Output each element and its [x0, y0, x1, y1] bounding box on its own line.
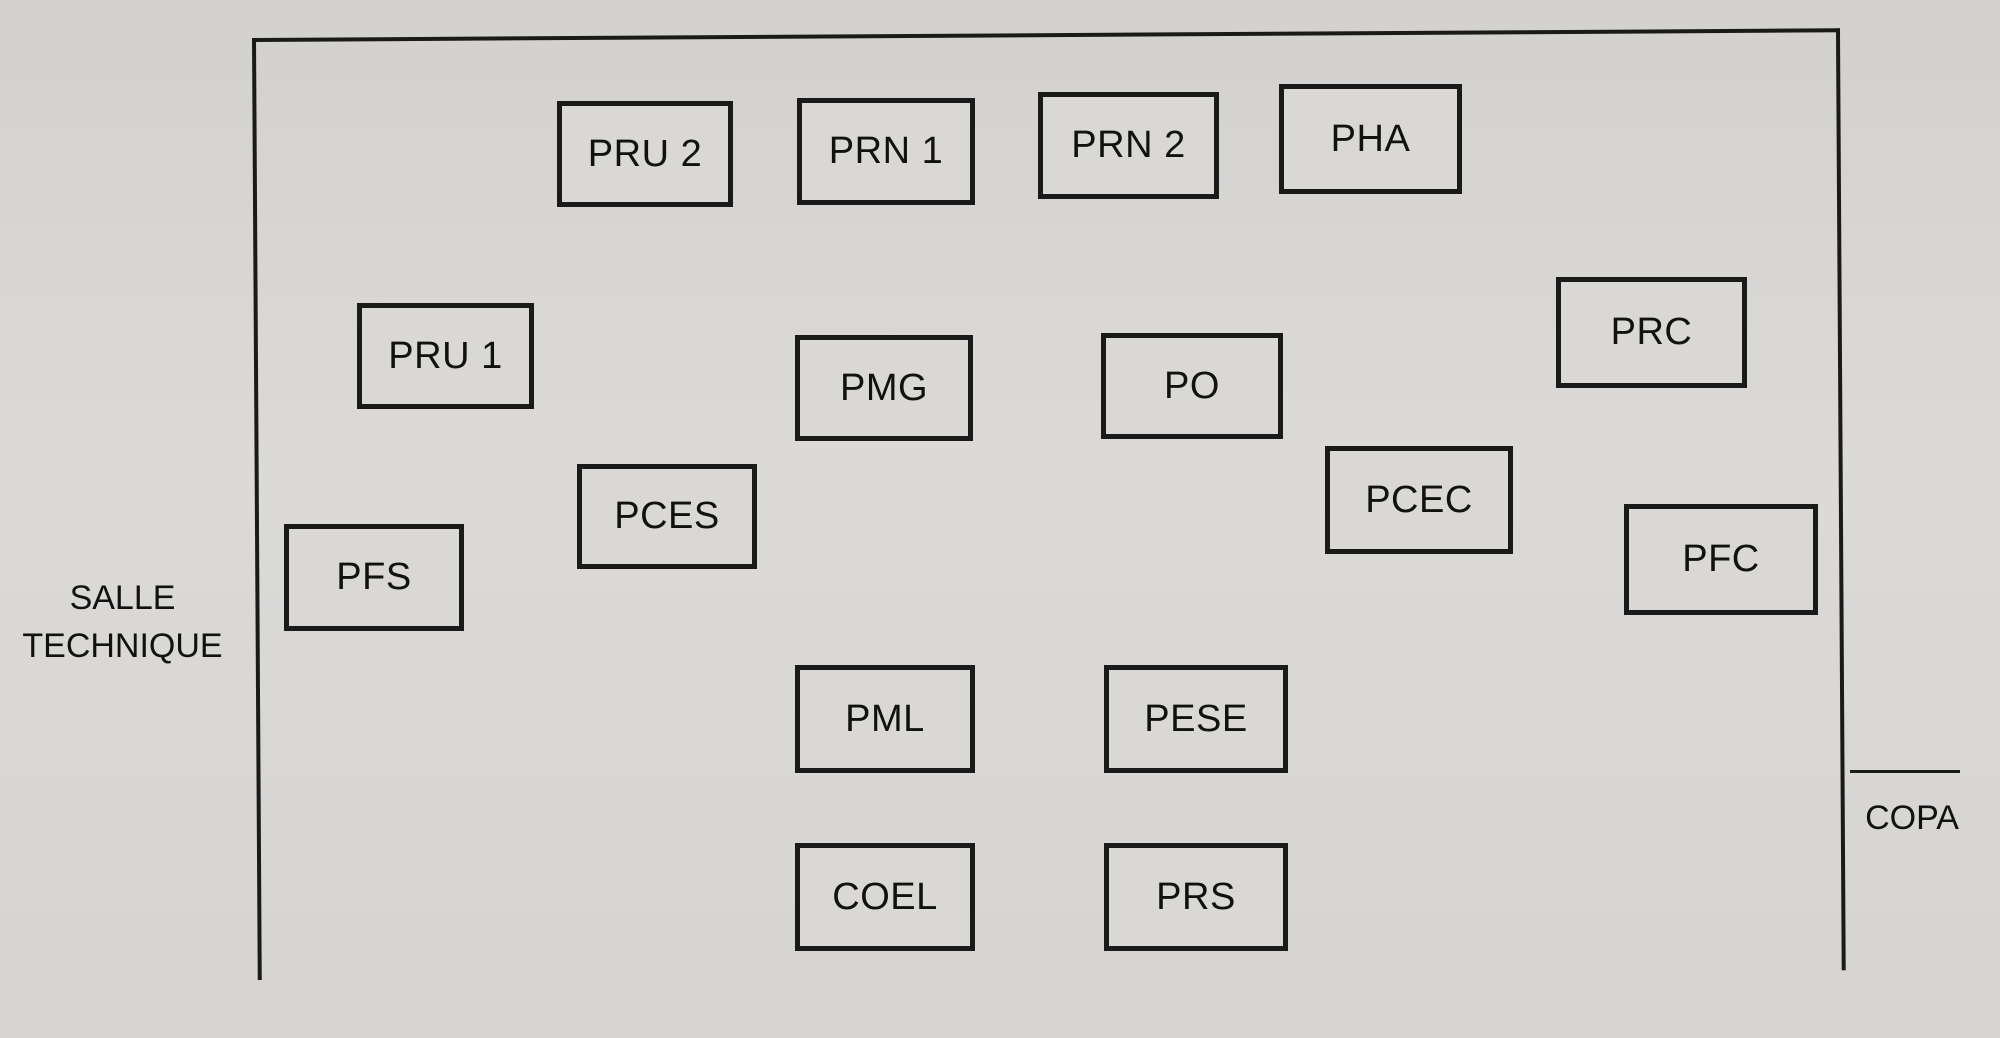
desk-coel: COEL: [795, 843, 975, 951]
desk-prs: PRS: [1104, 843, 1288, 951]
desk-pru1: PRU 1: [357, 303, 534, 409]
desk-pfc: PFC: [1624, 504, 1818, 615]
copa-label: COPA: [1865, 799, 1959, 837]
desk-pfs: PFS: [284, 524, 464, 631]
desk-pces: PCES: [577, 464, 757, 569]
desk-pmg: PMG: [795, 335, 973, 441]
desk-pha: PHA: [1279, 84, 1462, 194]
salle-technique-line2: TECHNIQUE: [22, 627, 223, 665]
salle-technique-label: SALLE TECHNIQUE: [10, 574, 235, 670]
desk-prn2: PRN 2: [1038, 92, 1219, 199]
desk-po: PO: [1101, 333, 1283, 439]
copa-wall-line: [1850, 770, 1960, 773]
desk-pese: PESE: [1104, 665, 1288, 773]
desk-pml: PML: [795, 665, 975, 773]
desk-pcec: PCEC: [1325, 446, 1513, 554]
salle-technique-line1: SALLE: [69, 579, 176, 617]
desk-pru2: PRU 2: [557, 101, 733, 207]
desk-prc: PRC: [1556, 277, 1747, 388]
desk-prn1: PRN 1: [797, 98, 975, 205]
